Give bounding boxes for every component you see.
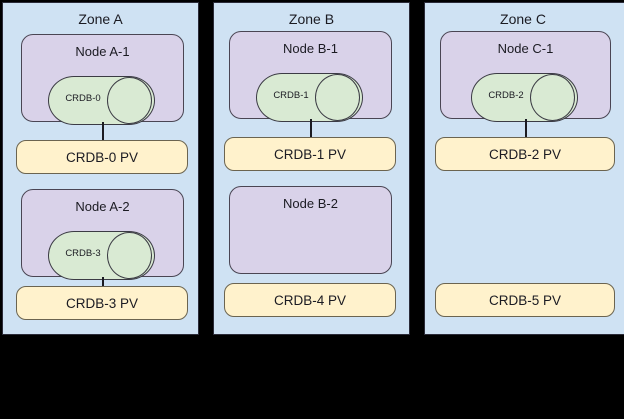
zone-a-container: Zone A Node A-1 CRDB-0 CRDB-0 PV Node A-… — [2, 2, 199, 335]
node-c-1[interactable]: Node C-1 CRDB-2 — [440, 31, 611, 151]
connector-line-crdb-2-to-pv — [525, 119, 527, 138]
persistent-volume-crdb-3-pv[interactable]: CRDB-3 PV — [16, 286, 188, 320]
database-cylinder-crdb-1[interactable]: CRDB-1 — [256, 73, 363, 122]
database-cylinder-crdb-0[interactable]: CRDB-0 — [48, 76, 155, 125]
cylinder-end-cap — [107, 77, 152, 124]
node-a-1[interactable]: Node A-1 CRDB-0 — [21, 34, 184, 154]
zone-b-title: Zone B — [288, 11, 335, 27]
cylinder-end-cap — [315, 74, 360, 121]
persistent-volume-crdb-5-pv[interactable]: CRDB-5 PV — [435, 283, 615, 317]
database-label-crdb-0: CRDB-0 — [65, 93, 101, 104]
node-b-1[interactable]: Node B-1 CRDB-1 — [229, 31, 392, 151]
connector-line-crdb-0-to-pv — [102, 122, 104, 141]
zone-c-title: Zone C — [500, 11, 546, 27]
node-b-2[interactable]: Node B-2 — [229, 186, 392, 274]
database-label-crdb-2: CRDB-2 — [488, 90, 524, 101]
persistent-volume-crdb-0-pv[interactable]: CRDB-0 PV — [16, 140, 188, 174]
persistent-volume-crdb-4-pv[interactable]: CRDB-4 PV — [224, 283, 396, 317]
node-c-1-label: Node C-1 — [497, 41, 554, 56]
node-b-2-label: Node B-2 — [283, 196, 338, 211]
persistent-volume-crdb-1-pv[interactable]: CRDB-1 PV — [224, 137, 396, 171]
database-label-crdb-3: CRDB-3 — [65, 248, 101, 259]
connector-line-crdb-1-to-pv — [310, 119, 312, 138]
node-a-2[interactable]: Node A-2 CRDB-3 — [21, 189, 184, 280]
cylinder-end-cap — [530, 74, 575, 121]
cylinder-end-cap — [107, 232, 152, 279]
zone-a-title: Zone A — [78, 11, 123, 27]
database-cylinder-crdb-3[interactable]: CRDB-3 — [48, 231, 155, 280]
persistent-volume-crdb-2-pv[interactable]: CRDB-2 PV — [435, 137, 615, 171]
node-a-2-label: Node A-2 — [75, 199, 130, 214]
connector-line-crdb-3-to-pv — [102, 277, 104, 287]
node-b-1-label: Node B-1 — [283, 41, 338, 56]
database-label-crdb-1: CRDB-1 — [273, 90, 309, 101]
database-cylinder-crdb-2[interactable]: CRDB-2 — [471, 73, 578, 122]
node-a-1-label: Node A-1 — [75, 44, 130, 59]
